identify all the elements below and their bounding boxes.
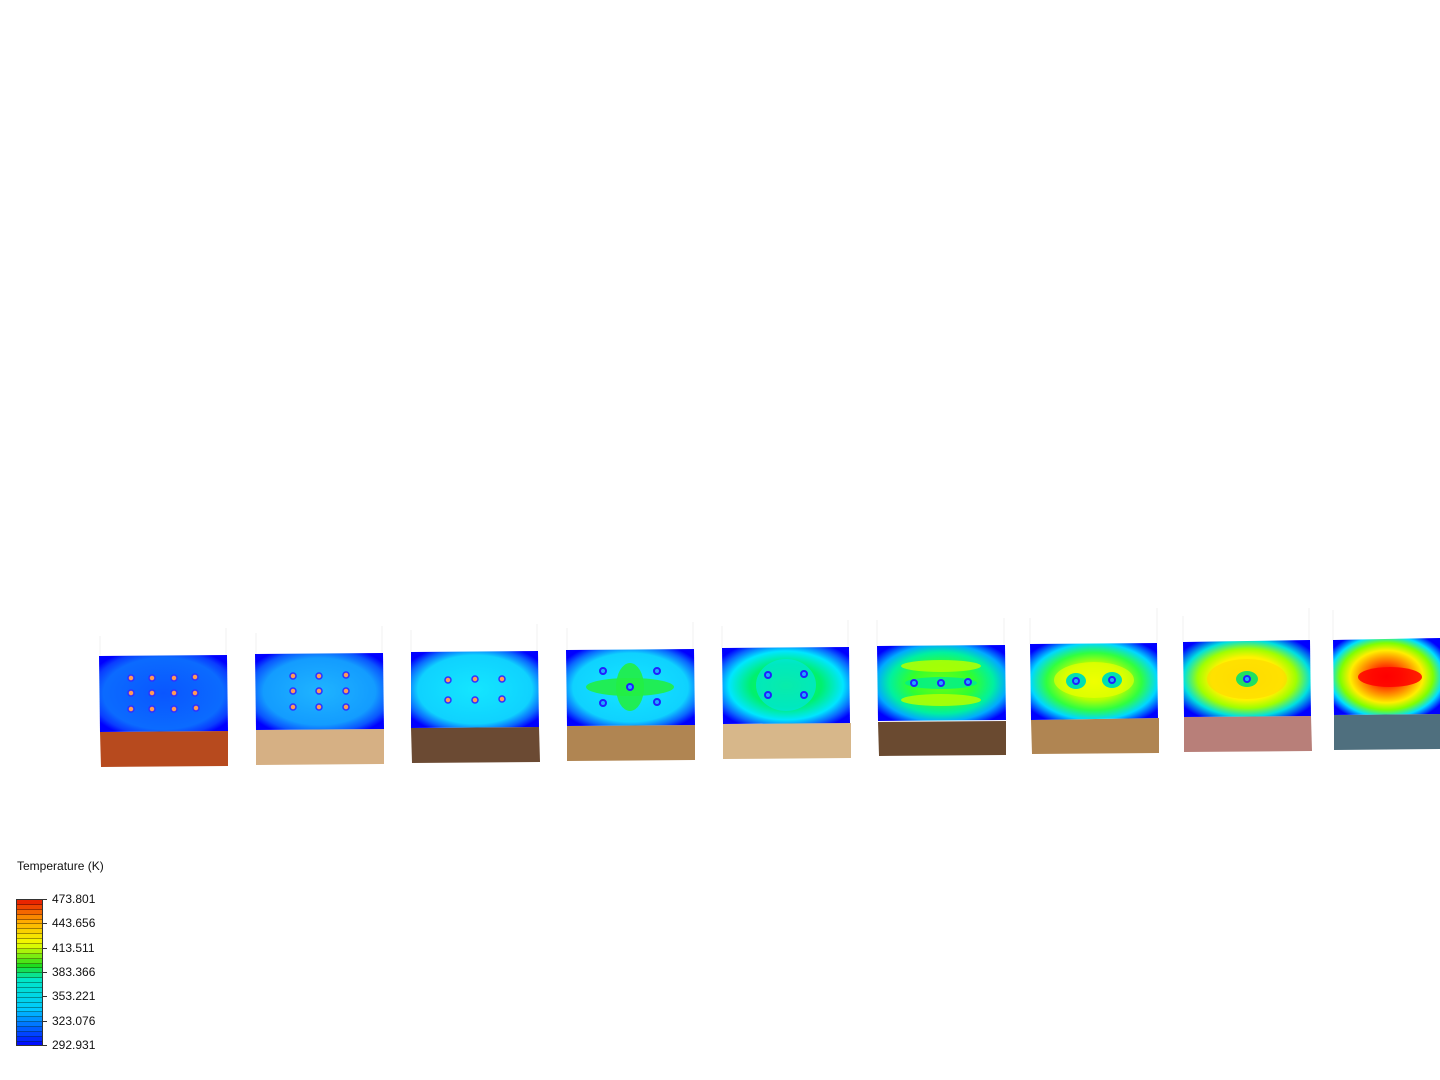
temperature-field: [99, 655, 228, 732]
colorbar-band: [17, 988, 42, 993]
colorbar-tick-label: 292.931: [52, 1038, 96, 1052]
colorbar-tick-label: 323.076: [52, 1013, 96, 1028]
colorbar-tick-label: 383.366: [52, 965, 96, 979]
colorbar-tick: [43, 972, 47, 973]
colorbar-tick-label: 473.801: [52, 892, 96, 906]
colorbar-band: [17, 1007, 42, 1013]
colorbar-band: [17, 924, 42, 930]
panel-base: [100, 731, 228, 767]
colorbar-title: Temperature (K): [17, 859, 104, 873]
panel-2: [255, 653, 384, 765]
colorbar-band: [17, 983, 42, 989]
panel-5: [722, 647, 851, 759]
colorbar-band: [17, 968, 42, 974]
hot-core: [1358, 667, 1422, 687]
colorbar-band: [17, 973, 42, 979]
colorbar-tick-label: 353.221: [52, 989, 96, 1004]
colorbar-tick-label: 443.656: [52, 916, 96, 931]
heater-source: [1243, 675, 1251, 683]
panel-base: [567, 725, 695, 761]
colorbar-band: [17, 958, 42, 964]
colorbar-band: [17, 939, 42, 945]
temperature-field: [411, 651, 539, 728]
colorbar-tick: [43, 1020, 47, 1022]
hot-band: [901, 694, 981, 706]
colorbar-band: [17, 909, 42, 915]
colorbar-band: [17, 1041, 42, 1045]
colorbar-band: [17, 944, 42, 949]
colorbar-band: [17, 992, 42, 998]
panel-base: [723, 723, 851, 759]
colorbar-band: [17, 963, 42, 969]
panel-9: [1333, 638, 1440, 750]
heater-sources: [764, 670, 808, 699]
heater-sources: [910, 678, 972, 687]
colorbar-band: [17, 914, 42, 920]
panel-3: [411, 651, 540, 763]
heater-sources: [444, 675, 506, 704]
hot-zone: [1054, 662, 1134, 698]
panel-4: [566, 649, 695, 761]
colorbar-band: [17, 900, 42, 905]
colorbar-band: [17, 1022, 42, 1028]
colorbar-band: [17, 929, 42, 935]
panel-base: [411, 727, 540, 763]
colorbar-band: [17, 953, 42, 959]
colorbar: [16, 899, 43, 1046]
panel-base: [1031, 718, 1159, 754]
panel-edges: [99, 608, 1334, 656]
panel-base: [1184, 716, 1312, 752]
panel-1: [99, 655, 228, 767]
panel-base: [1334, 714, 1440, 750]
colorbar-band: [17, 948, 42, 954]
heater-sources: [599, 667, 661, 707]
colorbar-band: [17, 934, 42, 940]
colorbar-band: [17, 904, 42, 910]
colorbar-band: [17, 1002, 42, 1008]
colorbar-tick: [43, 899, 47, 900]
colorbar-tick-label: 413.511: [52, 940, 95, 955]
panel-base: [256, 729, 384, 765]
panel-6: [877, 645, 1006, 756]
colorbar-tick: [43, 947, 47, 949]
colorbar-tick: [43, 996, 47, 998]
colorbar-band: [17, 1012, 42, 1018]
colorbar-band: [17, 978, 42, 984]
colorbar-tick: [43, 923, 47, 925]
panel-8: [1183, 640, 1312, 752]
colorbar-band: [17, 1036, 42, 1042]
panel-7: [1030, 643, 1159, 754]
colorbar-band: [17, 919, 42, 925]
heater-sources: [289, 671, 350, 711]
colorbar-band: [17, 1027, 42, 1033]
colorbar-band: [17, 1017, 42, 1023]
colorbar-band: [17, 997, 42, 1003]
heater-sources: [127, 673, 200, 713]
hot-band: [901, 660, 981, 672]
cool-zone: [756, 659, 816, 711]
heater-sources: [1072, 676, 1116, 685]
colorbar-band: [17, 1032, 42, 1037]
colorbar-tick: [43, 1045, 47, 1046]
panel-base: [878, 721, 1006, 756]
